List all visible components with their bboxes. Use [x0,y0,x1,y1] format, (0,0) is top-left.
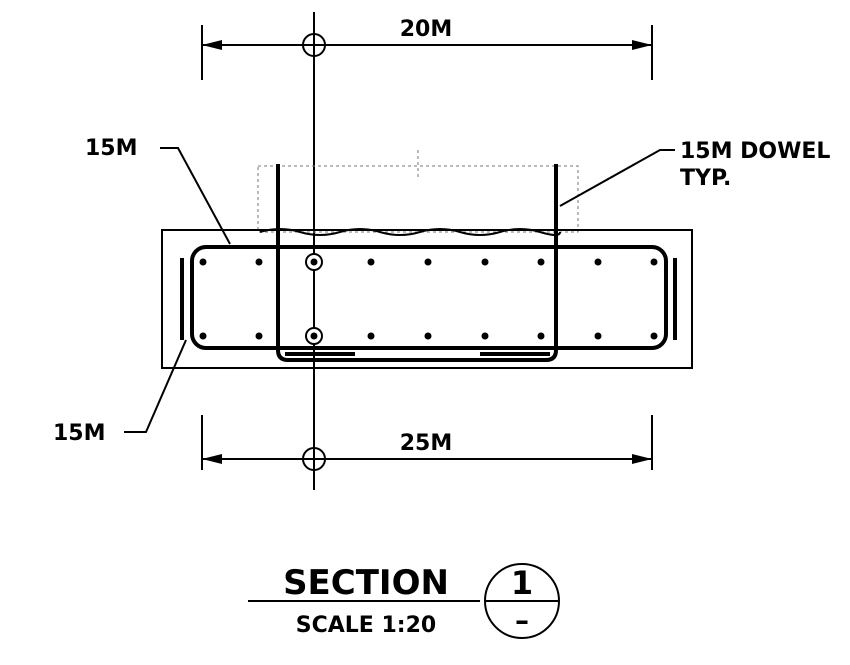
footing-outline [161,229,693,369]
rebar-dot [537,258,545,266]
callout-dowel-line2: TYP. [680,166,731,191]
top-dimension-label: 20M [400,17,453,42]
section-title-block: SECTION SCALE 1:20 1 – [248,563,560,639]
callout-15m-bottom: 15M [53,421,106,446]
bottom-dimension-label: 25M [400,431,453,456]
rebar-dot [199,258,207,266]
callout-dowel-line1: 15M DOWEL [680,139,830,164]
rebar-dot [255,332,263,340]
section-title: SECTION [283,563,449,603]
rebar-dot [650,332,658,340]
leader-15m-bottom [124,339,187,433]
bottom-dim-arrow-left [202,454,222,464]
detail-number: 1 [511,564,533,602]
rebar-dot [424,258,432,266]
rebar-dot [594,258,602,266]
rebar-dot [481,332,489,340]
rebar-dot [594,332,602,340]
rebar-dot [481,258,489,266]
leader-15m-top [160,147,231,245]
top-dimension: 20M [201,17,653,80]
bottom-dim-arrow-right [632,454,652,464]
rebar-dot [650,258,658,266]
rebar-dot [310,332,318,340]
top-dim-arrow-right [632,40,652,50]
rebar-dot [310,258,318,266]
leader-dowel [559,149,675,207]
perimeter-bar [190,245,668,350]
callout-15m-top: 15M [85,136,138,161]
wall-above [257,150,579,236]
sheet-reference: – [515,604,529,637]
grid-line [302,12,326,490]
callouts: 15M 15M 15M DOWEL TYP. [53,136,830,446]
rebar-dot [367,332,375,340]
bottom-dimension: 25M [201,415,653,470]
dowel-bar [276,164,558,362]
longitudinal-bars [199,253,658,345]
top-dim-arrow-left [202,40,222,50]
rebar-dot [424,332,432,340]
rebar-dot [537,332,545,340]
rebar-dot [255,258,263,266]
rebar-dot [367,258,375,266]
section-scale: SCALE 1:20 [296,613,436,638]
rebar-dot [199,332,207,340]
